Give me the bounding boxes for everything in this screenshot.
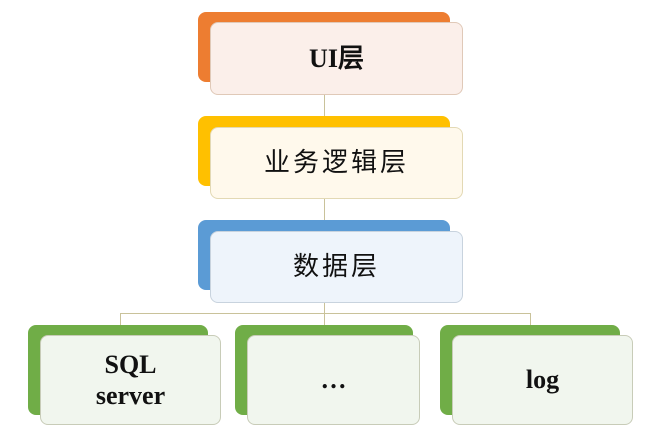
storage-label-line2: server	[95, 381, 166, 410]
connector	[120, 313, 531, 314]
connector	[324, 313, 325, 325]
storage-label-line1: log	[525, 365, 560, 395]
storage-label-line1: SQL	[104, 349, 157, 379]
connector	[324, 95, 325, 117]
business-layer-label: 业务逻辑层	[263, 148, 409, 178]
ui-layer-label: UI层	[309, 43, 364, 73]
connector	[324, 302, 325, 313]
storage-node-ellipsis: …	[247, 335, 420, 425]
storage-label-line1: …	[320, 365, 347, 395]
storage-node-log: log	[452, 335, 633, 425]
ui-layer-node: UI层	[210, 22, 463, 95]
connector	[324, 198, 325, 220]
connector	[120, 313, 121, 325]
connector	[530, 313, 531, 325]
data-layer-label: 数据层	[292, 252, 380, 282]
data-layer-node: 数据层	[210, 231, 463, 303]
business-layer-node: 业务逻辑层	[210, 127, 463, 199]
